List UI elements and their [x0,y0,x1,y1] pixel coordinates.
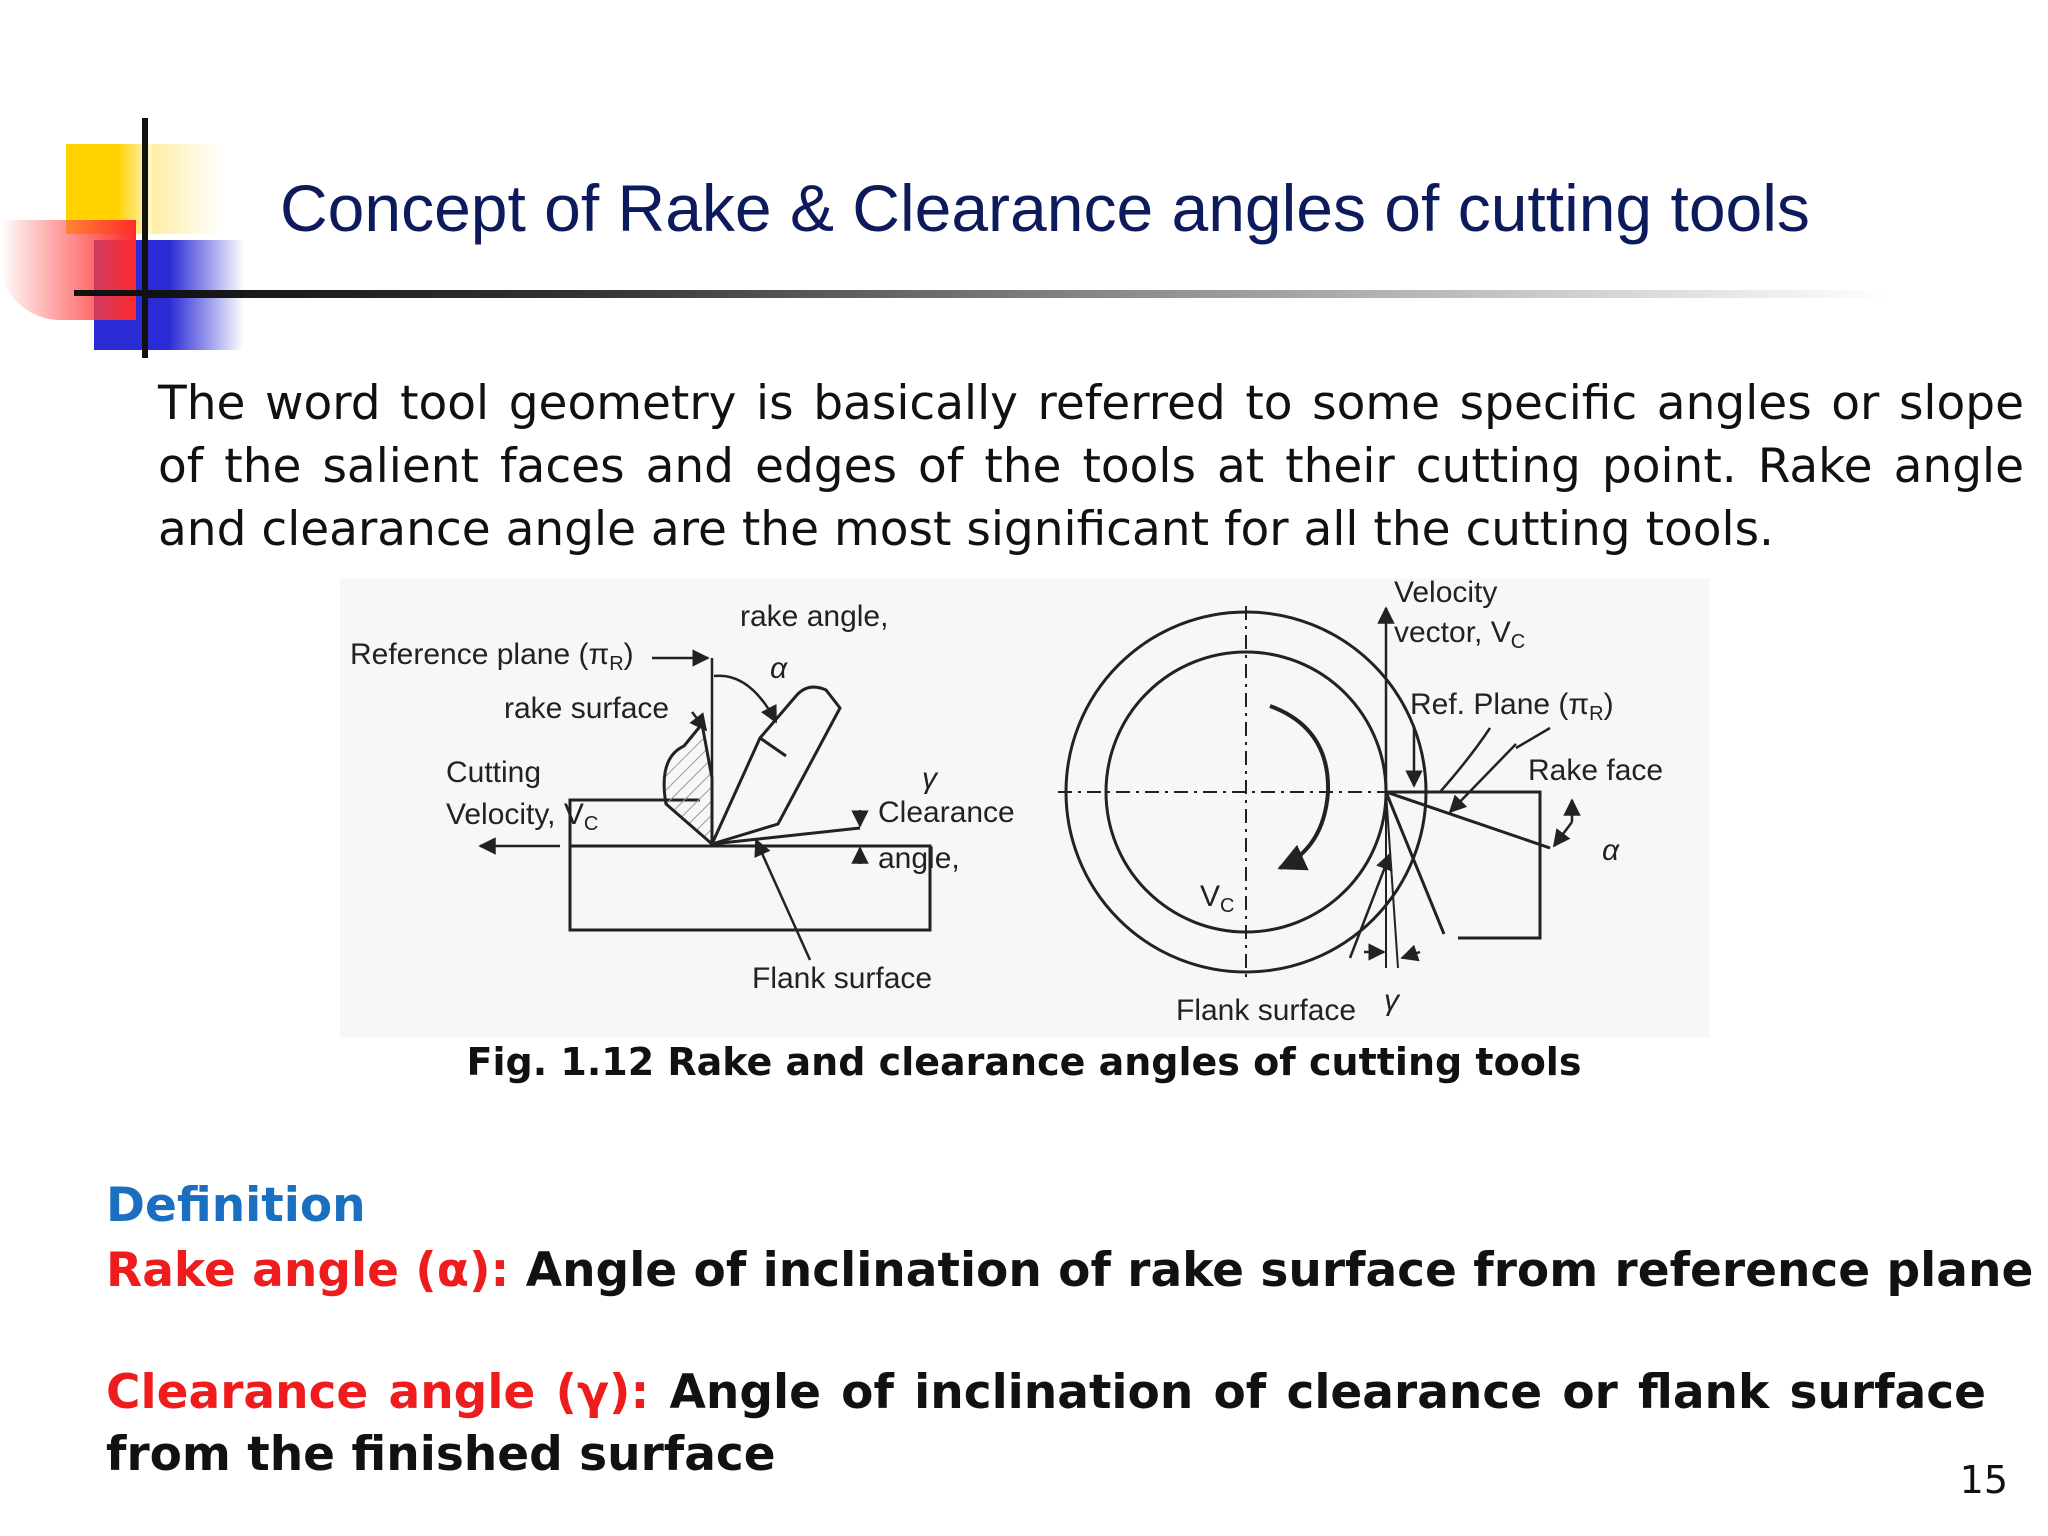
label-gamma-left: γ [922,762,939,795]
label-clearance: Clearance [878,796,1015,829]
label-cutting: Cutting [446,756,541,789]
label-gamma-right: γ [1384,984,1401,1017]
figure-caption: Fig. 1.12 Rake and clearance angles of c… [466,1040,1582,1084]
logo-red-square [0,220,136,320]
label-rake-face: Rake face [1528,754,1663,787]
right-labels: Velocity vector, VC Ref. Plane (πR) Rake… [1176,578,1663,1027]
label-alpha-right: α [1602,834,1620,867]
tool-geometry-diagram: Reference plane (πR) rake angle, α rake … [350,578,1663,1027]
clearance-angle-text: Angle of inclination of clearance or fla… [106,1365,1986,1482]
logo-yellow-square [66,144,152,234]
definition-heading: Definition [106,1178,366,1233]
intro-paragraph: The word tool geometry is basically refe… [158,376,2024,557]
label-flank-surface-right: Flank surface [1176,994,1356,1027]
logo-vertical-line [142,118,148,358]
label-rake-angle: rake angle, [740,600,888,633]
tool-geometry-figure: Reference plane (πR) rake angle, α rake … [340,578,1710,1038]
label-velocity-right: Velocity [1394,578,1497,609]
label-alpha-left: α [770,652,788,685]
logo-yellow-fade [152,144,222,234]
label-reference-plane: Reference plane (πR) [350,638,634,675]
clearance-angle-term: Clearance angle (γ): [106,1365,650,1420]
chip [662,720,714,848]
label-flank-surface-left: Flank surface [752,962,932,995]
logo-horizontal-line [74,290,194,296]
left-labels: Reference plane (πR) rake angle, α rake … [350,600,1015,995]
page-number: 15 [1959,1458,2008,1502]
slide-title: Concept of Rake & Clearance angles of cu… [280,171,1810,245]
clearance-angle-definition: Clearance angle (γ): Angle of inclinatio… [106,1362,1986,1486]
right-diagram [1058,606,1581,978]
rake-angle-text: Angle of inclination of rake surface fro… [509,1243,2034,1298]
rake-angle-term: Rake angle (α): [106,1243,510,1298]
label-vc-right: VC [1200,880,1234,917]
label-rake-surface: rake surface [504,692,669,725]
label-ref-plane-right: Ref. Plane (πR) [1410,688,1614,725]
left-diagram [478,649,932,961]
rake-angle-definition: Rake angle (α): Angle of inclination of … [106,1240,2033,1302]
label-velocity: Velocity, VC [446,798,598,835]
title-rule [148,290,1888,298]
label-angle: angle, [878,842,960,875]
workpiece [568,844,932,932]
label-vector-right: vector, VC [1394,616,1525,653]
cutting-tool [709,685,842,847]
